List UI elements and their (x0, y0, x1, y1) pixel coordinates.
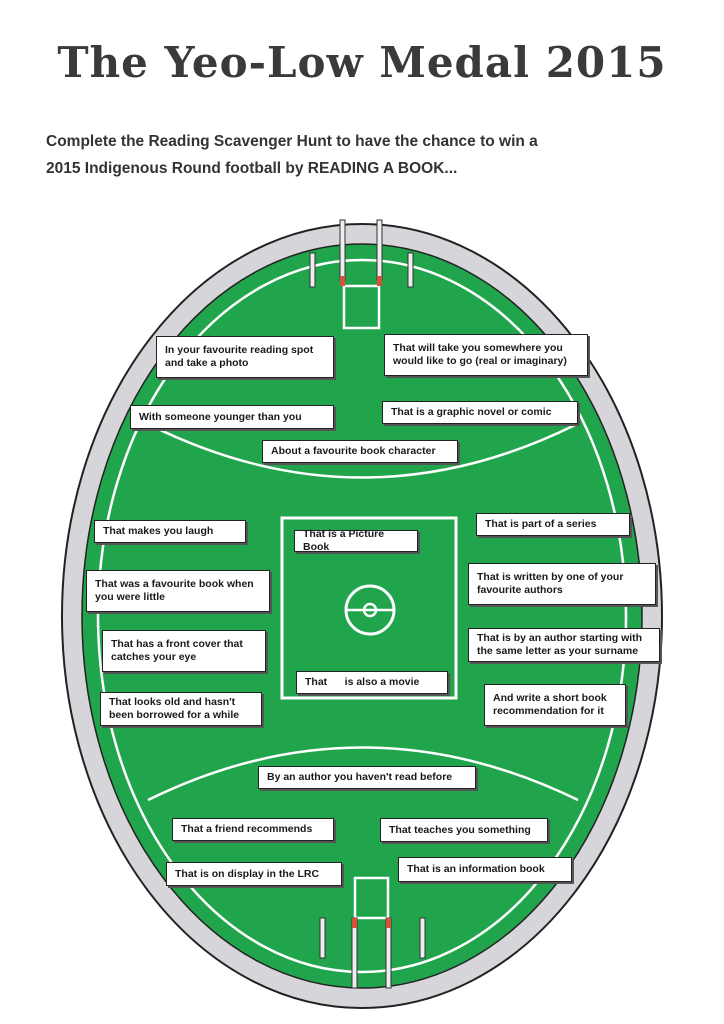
goal-posts-bottom (319, 917, 426, 989)
task-information-book: That is an information book (398, 857, 572, 882)
task-also-a-movie: That is also a movie (296, 671, 448, 694)
task-front-cover: That has a front cover that catches your… (102, 630, 266, 672)
task-teaches-something: That teaches you something (380, 818, 548, 842)
task-favourite-authors: That is written by one of your favourite… (468, 563, 656, 605)
task-someone-younger: With someone younger than you (130, 405, 334, 429)
intro-text: Complete the Reading Scavenger Hunt to h… (46, 128, 686, 182)
intro-line-1: Complete the Reading Scavenger Hunt to h… (46, 133, 538, 150)
task-reading-spot: In your favourite reading spot and take … (156, 336, 334, 378)
task-on-display-lrc: That is on display in the LRC (166, 862, 342, 886)
intro-line-2: 2015 Indigenous Round football by READIN… (46, 160, 458, 177)
task-favourite-when-little: That was a favourite book when you were … (86, 570, 270, 612)
task-picture-book: That is a Picture Book (294, 528, 418, 553)
task-short-recommendation: And write a short book recommendation fo… (484, 684, 626, 726)
goal-square-top (342, 284, 381, 330)
task-friend-recommends: That a friend recommends (172, 818, 334, 841)
task-looks-old: That looks old and hasn't been borrowed … (100, 692, 262, 726)
task-makes-you-laugh: That makes you laugh (94, 520, 246, 543)
page-title: The Yeo-Low Medal 2015 (57, 38, 667, 87)
boundary-line (96, 258, 628, 974)
oval-grass (81, 243, 643, 989)
task-favourite-character: About a favourite book character (262, 440, 458, 463)
task-take-you-somewhere: That will take you somewhere you would l… (384, 334, 588, 376)
goal-posts-top (309, 219, 414, 288)
task-part-of-series: That is part of a series (476, 513, 630, 536)
centre-square (280, 516, 458, 700)
task-author-surname: That is by an author starting with the s… (468, 628, 660, 662)
task-new-author: By an author you haven't read before (258, 766, 476, 789)
goal-square-bottom (353, 876, 390, 920)
fifty-arc-top (149, 423, 576, 479)
fifty-arc-bottom (147, 746, 579, 802)
task-graphic-novel: That is a graphic novel or comic (382, 401, 578, 424)
